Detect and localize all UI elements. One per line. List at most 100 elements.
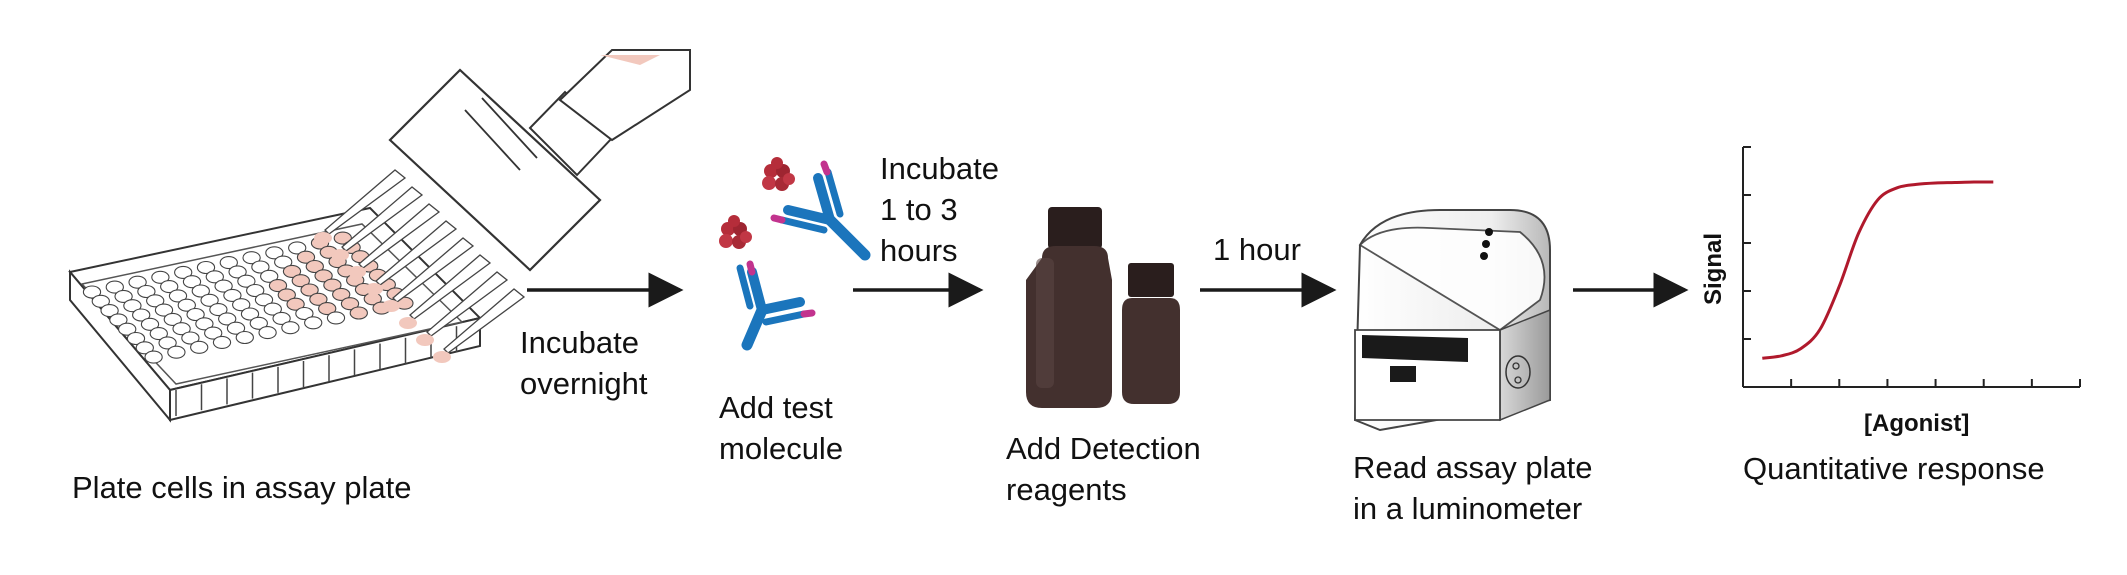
plate-well <box>228 265 247 279</box>
plate-well <box>242 251 261 265</box>
plate-well <box>140 317 160 331</box>
detection-line1: Add Detection <box>1006 431 1201 466</box>
antibody-icon-2 <box>736 260 816 351</box>
plate-well <box>349 306 368 320</box>
plate-well <box>196 260 216 275</box>
plate-well <box>190 340 209 354</box>
plate-well <box>163 312 182 326</box>
molecule-icon-2 <box>719 215 752 249</box>
plate-well <box>149 327 168 341</box>
plate-well <box>237 274 256 288</box>
step-incubate-overnight-label: Incubate overnight <box>520 322 648 404</box>
plate-well <box>209 303 228 317</box>
plate-well <box>167 345 186 359</box>
plate-well <box>323 278 342 292</box>
response-curve <box>1762 180 1994 360</box>
plate-well <box>277 288 296 302</box>
step-response-label: Quantitative response <box>1743 451 2045 486</box>
plate-well <box>137 284 156 299</box>
detection-line2: reagents <box>1006 472 1127 507</box>
plate-well <box>91 294 110 308</box>
plate-well <box>100 304 119 318</box>
tip-droplet <box>314 232 332 244</box>
reagent-bottle-large <box>1026 207 1112 408</box>
plate-well <box>263 302 282 316</box>
read-line1: Read assay plate <box>1353 450 1593 485</box>
plate-well <box>288 241 307 255</box>
plate-well <box>186 307 205 322</box>
chart-x-axis-label: [Agonist] <box>1864 410 1970 437</box>
antibody-icon <box>770 160 871 261</box>
plate-well <box>82 285 102 299</box>
plate-well <box>235 330 254 345</box>
plate-well <box>151 270 170 284</box>
plate-well <box>332 287 351 301</box>
add-test-line2: molecule <box>719 431 844 466</box>
plate-well <box>204 326 223 340</box>
plate-well <box>219 256 238 270</box>
plate-well <box>182 275 202 289</box>
plate-well <box>126 331 146 346</box>
tip-droplet <box>365 283 383 295</box>
plate-well <box>232 298 251 312</box>
step-read-label: Read assay plate in a luminometer <box>1353 447 1593 529</box>
plate-well <box>251 260 270 274</box>
plate-well <box>286 297 305 311</box>
step-detection-label: Add Detection reagents <box>1006 428 1201 510</box>
step-add-test-label: Add test molecule <box>719 387 843 469</box>
tip-droplet <box>433 351 451 363</box>
plate-well <box>172 322 191 336</box>
step-plate-label: Plate cells in assay plate <box>72 470 412 505</box>
incubate-hours-line3: hours <box>880 233 958 268</box>
step-one-hour-label: 1 hour <box>1213 232 1301 267</box>
tip-droplet <box>399 317 417 329</box>
tip-droplet <box>382 300 400 312</box>
plate-well <box>144 350 163 364</box>
tip-droplet <box>416 334 434 346</box>
plate-well <box>214 279 233 293</box>
plate-well <box>272 311 291 325</box>
x-ticks <box>1742 379 2081 387</box>
multichannel-pipette-illustration <box>314 49 691 363</box>
plate-well <box>291 274 310 288</box>
plate-well <box>326 311 346 325</box>
plate-well <box>174 265 193 279</box>
incubate-hours-line2: 1 to 3 <box>880 192 958 227</box>
plate-well <box>160 280 179 294</box>
plate-well <box>118 322 137 336</box>
plate-well <box>295 306 314 321</box>
plate-well <box>200 293 219 307</box>
plate-well <box>181 331 200 345</box>
chart-y-axis-label: Signal <box>1700 232 1727 305</box>
plate-well <box>246 283 265 298</box>
tip-droplet <box>331 249 349 261</box>
plate-well <box>135 341 154 355</box>
plate-well <box>168 289 188 303</box>
plate-well <box>258 326 277 340</box>
incubate-overnight-line1: Incubate <box>520 325 639 360</box>
add-test-line1: Add test <box>719 390 833 425</box>
plate-well <box>105 280 124 294</box>
plate-well <box>260 269 279 283</box>
plate-well <box>128 275 147 289</box>
tip-droplet <box>348 266 366 278</box>
plate-well <box>146 294 165 308</box>
plate-well <box>314 269 333 283</box>
plate-well <box>177 298 196 312</box>
dose-response-chart <box>1742 146 2081 388</box>
plate-well <box>296 250 316 264</box>
reagent-bottle-small <box>1122 263 1180 404</box>
plate-well <box>205 270 224 284</box>
plate-well <box>305 259 324 274</box>
plate-well <box>254 293 274 307</box>
plate-well <box>268 279 288 293</box>
plate-wells <box>82 231 414 364</box>
plate-well <box>132 308 151 322</box>
plate-well <box>218 312 237 326</box>
plate-well <box>249 316 268 330</box>
plate-well <box>309 292 328 306</box>
luminometer-illustration <box>1353 209 1551 432</box>
plate-well <box>123 299 142 313</box>
plate-well <box>226 321 246 335</box>
